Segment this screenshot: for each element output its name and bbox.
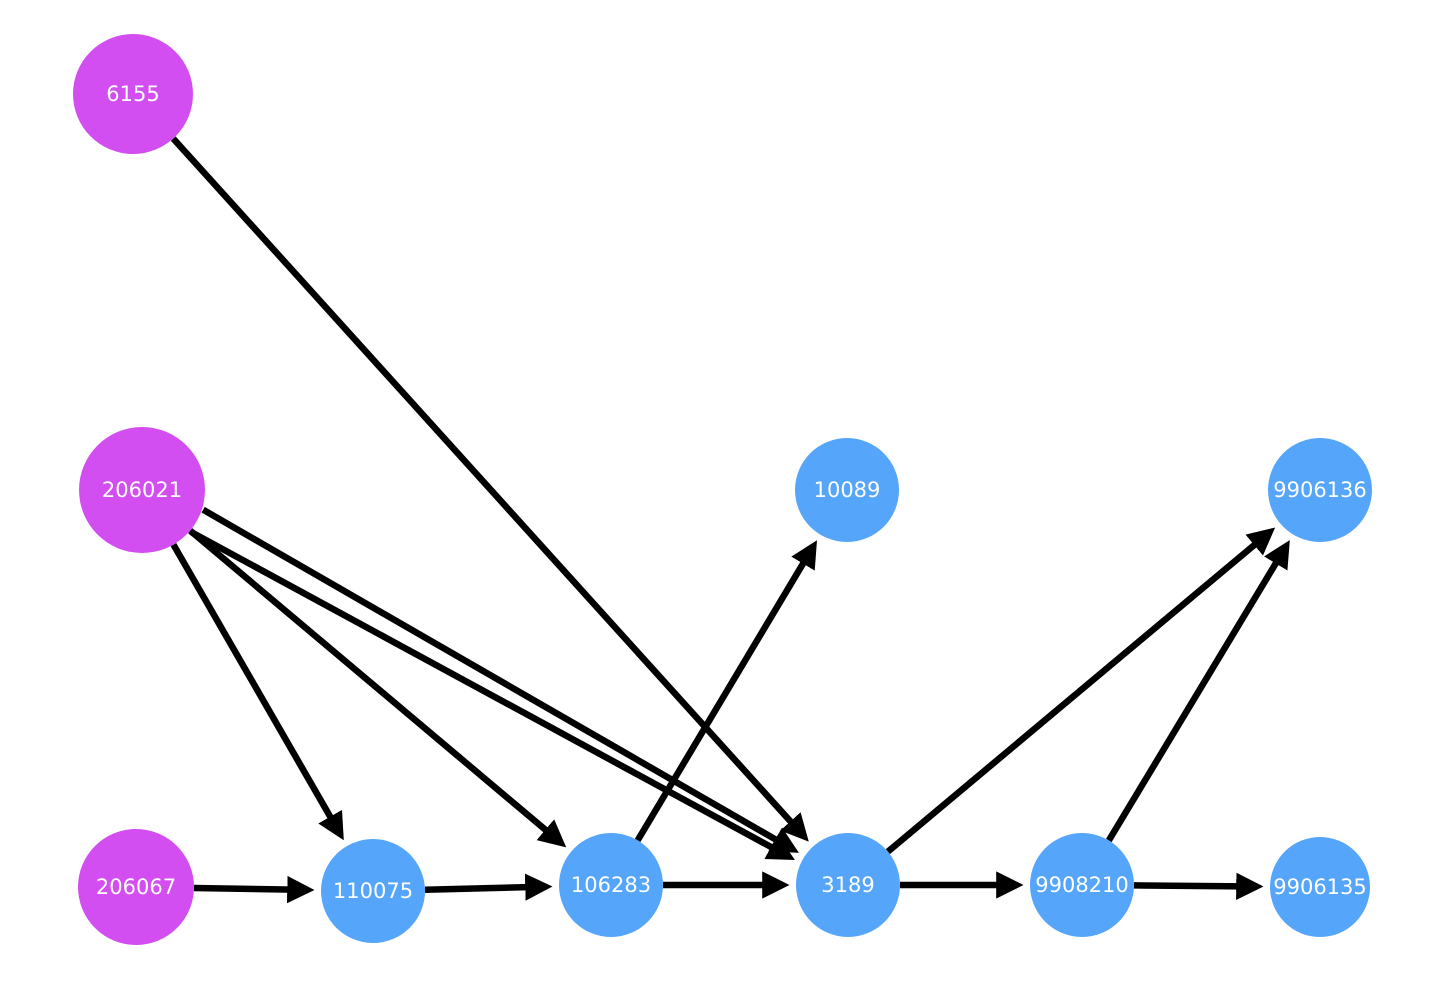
graph-edge [170,136,809,842]
node-circle[interactable] [559,833,663,937]
graph-node-3189[interactable]: 3189 [796,833,900,937]
node-circle[interactable] [73,34,193,154]
graph-node-9906135[interactable]: 9906135 [1270,837,1370,937]
node-circle[interactable] [321,839,425,943]
edges-layer [170,136,1290,904]
graph-edge [885,527,1276,855]
node-circle[interactable] [795,438,899,542]
graph-edge [193,875,315,904]
node-circle[interactable] [1268,438,1372,542]
graph-edge [1106,540,1290,843]
graph-edge [201,506,799,853]
graph-node-206021[interactable]: 206021 [79,427,205,553]
graph-edge [1133,872,1264,900]
graph-edge [634,540,817,843]
graph-edge [424,873,553,901]
graph-node-10089[interactable]: 10089 [795,438,899,542]
node-circle[interactable] [796,833,900,937]
node-circle[interactable] [1270,837,1370,937]
graph-node-6155[interactable]: 6155 [73,34,193,154]
graph-node-110075[interactable]: 110075 [321,839,425,943]
node-circle[interactable] [78,829,194,945]
graph-edge [188,528,567,848]
graph-node-9906136[interactable]: 9906136 [1268,438,1372,542]
graph-edge [189,528,795,860]
graph-node-9908210[interactable]: 9908210 [1030,833,1134,937]
graph-edge [170,542,344,841]
node-circle[interactable] [1030,833,1134,937]
graph-node-106283[interactable]: 106283 [559,833,663,937]
graph-node-206067[interactable]: 206067 [78,829,194,945]
node-circle[interactable] [79,427,205,553]
